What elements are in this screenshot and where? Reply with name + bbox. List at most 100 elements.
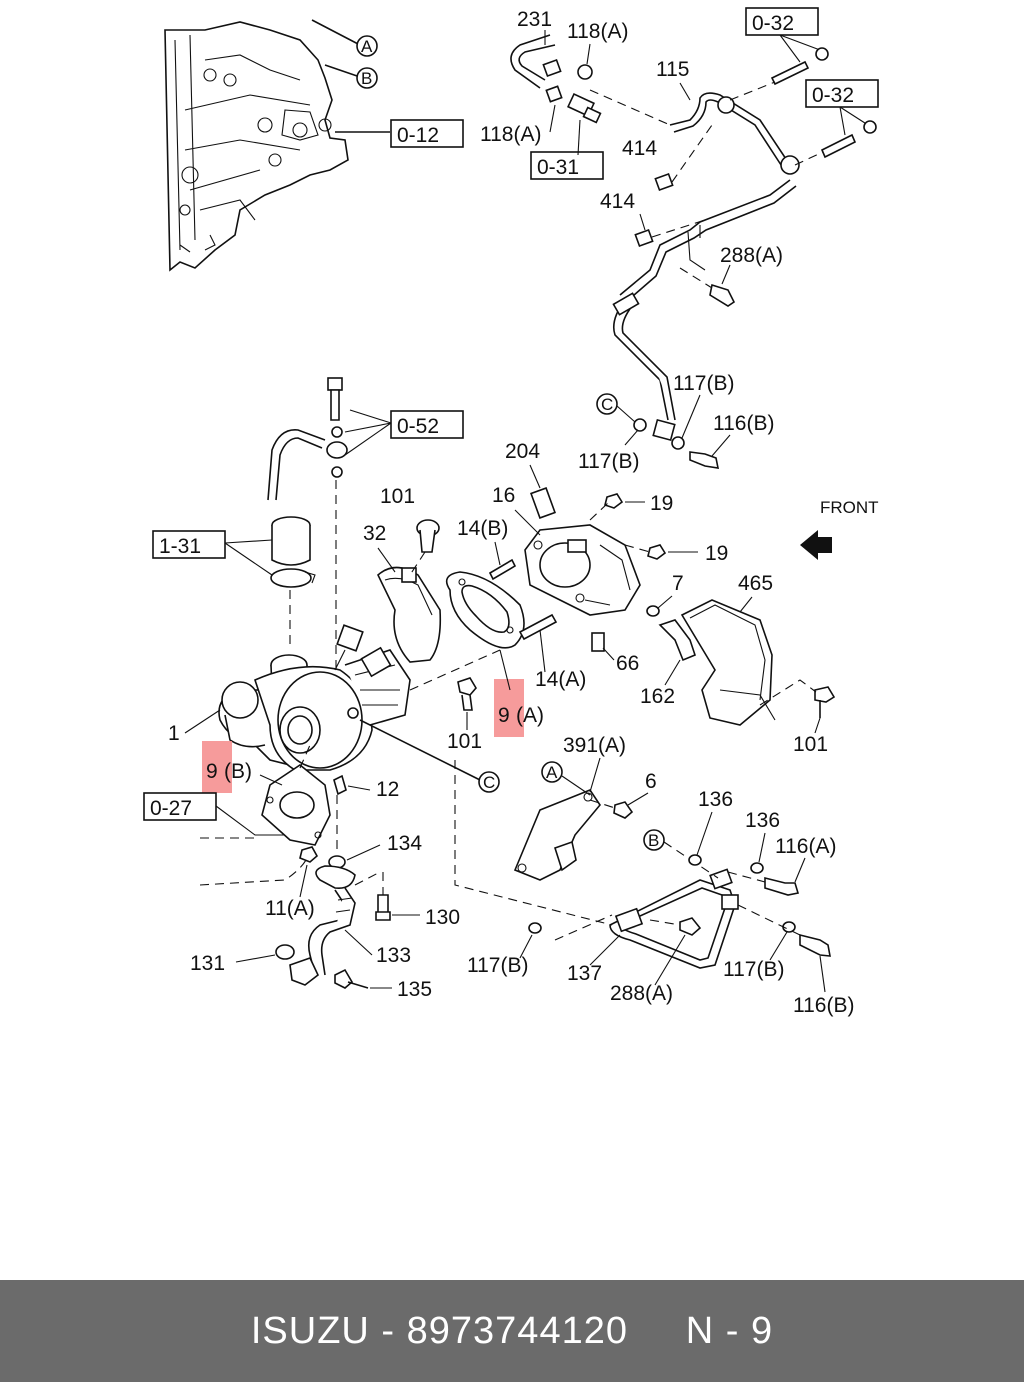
label-136-b: 136 bbox=[745, 809, 780, 832]
marker-a-top: A bbox=[356, 35, 378, 57]
label-9b-suffix: (B) bbox=[224, 760, 252, 783]
svg-text:B: B bbox=[648, 831, 659, 850]
washer-7 bbox=[646, 605, 660, 617]
svg-text:C: C bbox=[483, 773, 495, 792]
bracket-391a bbox=[513, 789, 601, 881]
bolt-135 bbox=[334, 968, 369, 989]
exhaust-outlet-16 bbox=[524, 524, 641, 616]
ref-box-0-32-b: 0-32 bbox=[805, 79, 879, 108]
svg-text:0-32: 0-32 bbox=[752, 12, 794, 35]
parts-diagram: A B 0-12 231 118(A) 118(A) 0-31 bbox=[143, 7, 879, 1017]
footer-separator: - bbox=[369, 1309, 407, 1352]
oring-131 bbox=[275, 944, 295, 960]
label-9b-number: 9 bbox=[206, 760, 218, 783]
bolt-0-52 bbox=[327, 377, 343, 421]
highlight-9a bbox=[494, 679, 524, 737]
ref-box-0-12: 0-12 bbox=[390, 119, 464, 148]
bolt-101-a bbox=[416, 519, 440, 553]
label-115: 115 bbox=[656, 58, 689, 81]
sleeve-414-b bbox=[634, 228, 654, 248]
svg-text:0-12: 0-12 bbox=[397, 124, 439, 147]
label-12: 12 bbox=[376, 778, 399, 801]
nut-11a bbox=[299, 846, 319, 863]
svg-text:0-52: 0-52 bbox=[397, 415, 439, 438]
marker-b-mid: B bbox=[643, 829, 665, 851]
marker-c-mid: C bbox=[478, 771, 500, 793]
label-133: 133 bbox=[376, 944, 411, 967]
bolt-116a bbox=[764, 876, 800, 896]
label-136-a: 136 bbox=[698, 788, 733, 811]
label-116b-r: 116(B) bbox=[713, 412, 774, 435]
label-117b-r: 117(B) bbox=[673, 372, 734, 395]
label-204: 204 bbox=[505, 440, 540, 463]
label-32: 32 bbox=[363, 522, 386, 545]
label-137: 137 bbox=[567, 962, 602, 985]
label-131: 131 bbox=[190, 952, 225, 975]
bolt-116b-br bbox=[799, 933, 831, 957]
label-117b-c: 117(B) bbox=[578, 450, 639, 473]
ref-box-1-31: 1-31 bbox=[152, 530, 226, 559]
label-465: 465 bbox=[738, 572, 773, 595]
gasket-9a bbox=[445, 571, 525, 649]
highlight-9b bbox=[202, 741, 232, 793]
label-134: 134 bbox=[387, 832, 422, 855]
label-117b-b: 117(B) bbox=[467, 954, 528, 977]
ref-box-0-32-a: 0-32 bbox=[745, 7, 819, 36]
label-101-c: 101 bbox=[793, 733, 828, 756]
marker-a-mid: A bbox=[541, 761, 563, 783]
turbocharger bbox=[218, 624, 411, 771]
pin-66 bbox=[591, 632, 605, 652]
stud-14b bbox=[488, 558, 517, 581]
label-162: 162 bbox=[640, 685, 675, 708]
svg-text:A: A bbox=[546, 763, 558, 782]
marker-c-top: C bbox=[596, 393, 618, 415]
label-118a-top: 118(A) bbox=[567, 20, 628, 43]
nut-19-b bbox=[647, 544, 667, 560]
pipe-115 bbox=[612, 92, 800, 442]
label-117b-br: 117(B) bbox=[723, 958, 784, 981]
label-19-b: 19 bbox=[705, 542, 728, 565]
pin-204 bbox=[530, 487, 556, 519]
label-116b-br: 116(B) bbox=[793, 994, 854, 1017]
footer-brand: ISUZU bbox=[250, 1309, 370, 1352]
label-101-b: 101 bbox=[447, 730, 482, 753]
bolt-6 bbox=[613, 801, 634, 819]
svg-text:0-31: 0-31 bbox=[537, 156, 579, 179]
label-11a: 11(A) bbox=[265, 897, 315, 920]
washer-117b-c bbox=[633, 418, 647, 432]
label-118a-mid: 118(A) bbox=[480, 123, 541, 146]
nut-0-32-b bbox=[863, 120, 877, 134]
label-391a: 391(A) bbox=[563, 734, 626, 757]
drain-pipe-133 bbox=[289, 865, 356, 986]
footer-bar: ISUZU - 8973744120 N - 9 bbox=[0, 1280, 1024, 1382]
label-7: 7 bbox=[672, 572, 684, 595]
bolt-116b-r bbox=[689, 451, 720, 469]
front-arrow-icon bbox=[800, 530, 832, 560]
nut-0-32-a bbox=[815, 47, 829, 61]
nut-19-a bbox=[604, 493, 624, 509]
ref-box-0-27: 0-27 bbox=[143, 792, 217, 821]
footer-code: N - 9 bbox=[685, 1309, 774, 1352]
union-bolt bbox=[567, 92, 602, 124]
washer-117b-b bbox=[528, 922, 542, 934]
front-label: FRONT bbox=[820, 498, 879, 517]
washer-117b-r bbox=[671, 436, 685, 450]
ref-box-0-52: 0-52 bbox=[390, 410, 464, 439]
pipe-231 bbox=[510, 34, 563, 103]
label-231: 231 bbox=[517, 8, 552, 31]
svg-text:0-32: 0-32 bbox=[812, 84, 854, 107]
sleeve-414-a bbox=[654, 172, 674, 192]
hose-1-31 bbox=[270, 516, 316, 588]
stud-0-32-b bbox=[820, 133, 857, 159]
stud-0-32-a bbox=[770, 60, 810, 86]
bolt-288a-top bbox=[709, 283, 736, 307]
heat-shield-32 bbox=[360, 566, 442, 678]
label-6: 6 bbox=[645, 770, 657, 793]
label-1: 1 bbox=[168, 722, 180, 745]
bolt-162 bbox=[658, 619, 696, 662]
label-66: 66 bbox=[616, 652, 639, 675]
label-130: 130 bbox=[425, 906, 460, 929]
label-288a-b: 288(A) bbox=[610, 982, 673, 1005]
bolt-101-c bbox=[814, 686, 836, 718]
label-101-a: 101 bbox=[380, 485, 415, 508]
